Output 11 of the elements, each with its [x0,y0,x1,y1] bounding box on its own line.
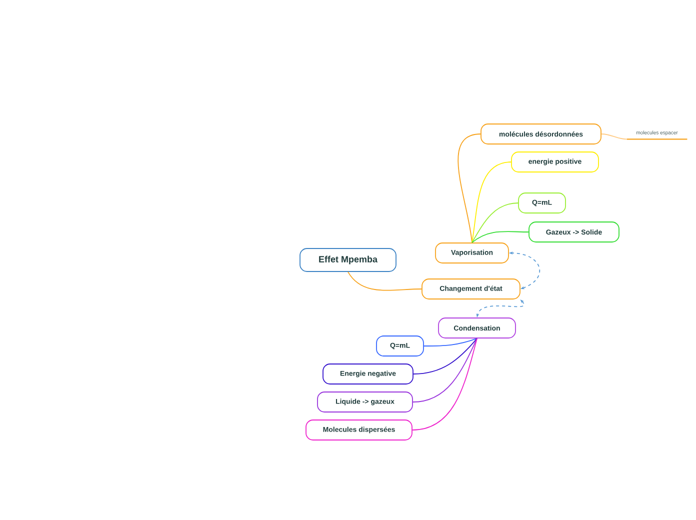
connector-line [412,338,478,402]
connector-line [472,162,512,243]
connector-line [458,134,481,243]
connector-line [348,272,422,291]
connector-line [601,134,628,140]
connector-line [424,338,478,346]
connector-line [472,231,529,243]
connector-line [472,202,518,243]
connector-line [412,338,478,430]
connector-line [413,338,478,374]
topic-box: Effet Mpemba [300,248,396,272]
